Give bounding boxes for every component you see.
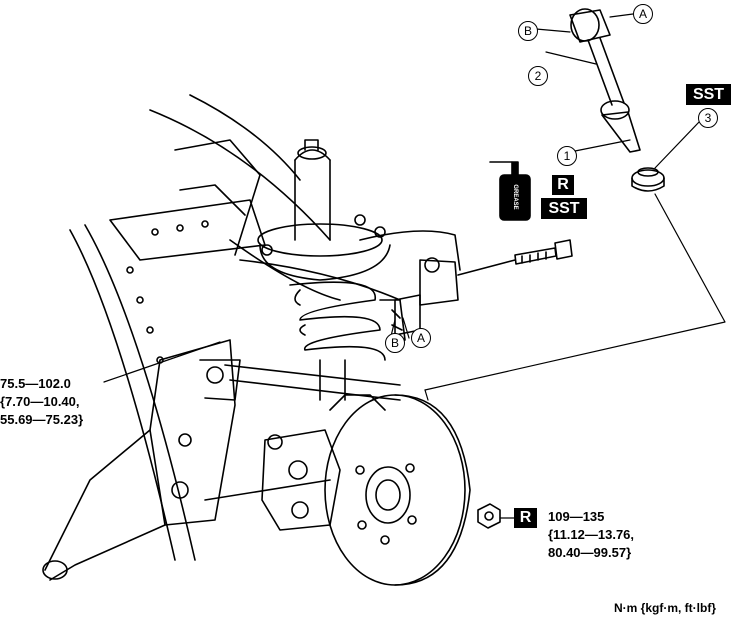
- callout-part-2: 2: [528, 66, 548, 86]
- torque-left-line3: 55.69—75.23}: [0, 412, 84, 427]
- callout-point-a-mount: A: [411, 328, 431, 348]
- brake-caliper: [261, 394, 386, 531]
- callout-part-1: 1: [557, 146, 577, 166]
- grease-can-icon: [489, 161, 531, 221]
- callout-point-b-top: B: [518, 21, 538, 41]
- callout-point-b-mount: B: [385, 333, 405, 353]
- leader-lines: [103, 13, 726, 519]
- r-badge-nut: R: [514, 508, 537, 528]
- bolt: [457, 239, 573, 276]
- sst-badge-grease: SST: [541, 198, 587, 219]
- brake-disc: [324, 394, 471, 586]
- torque-right-line2: {11.12—13.76,: [548, 527, 635, 542]
- torque-right-line1: 109—135: [548, 509, 605, 524]
- torque-left-line1: 75.5—102.0: [0, 376, 71, 391]
- upper-link: [569, 8, 641, 153]
- bushing: [631, 167, 665, 192]
- axle-nut: [477, 503, 501, 529]
- shock-and-spring: [257, 139, 406, 401]
- body-frame: [69, 94, 461, 561]
- lower-arm: [42, 339, 401, 581]
- callout-part-3: 3: [698, 108, 718, 128]
- torque-left-line2: {7.70—10.40,: [0, 394, 80, 409]
- callout-point-a-top: A: [633, 4, 653, 24]
- torque-right-line3: 80.40—99.57}: [548, 545, 632, 560]
- r-badge-grease: R: [552, 175, 574, 195]
- units-note: N·m {kgf·m, ft·lbf}: [614, 601, 716, 615]
- sst-badge-top: SST: [686, 84, 731, 105]
- grease-can-label: GREASE: [512, 184, 518, 210]
- knuckle-bracket: [391, 257, 459, 336]
